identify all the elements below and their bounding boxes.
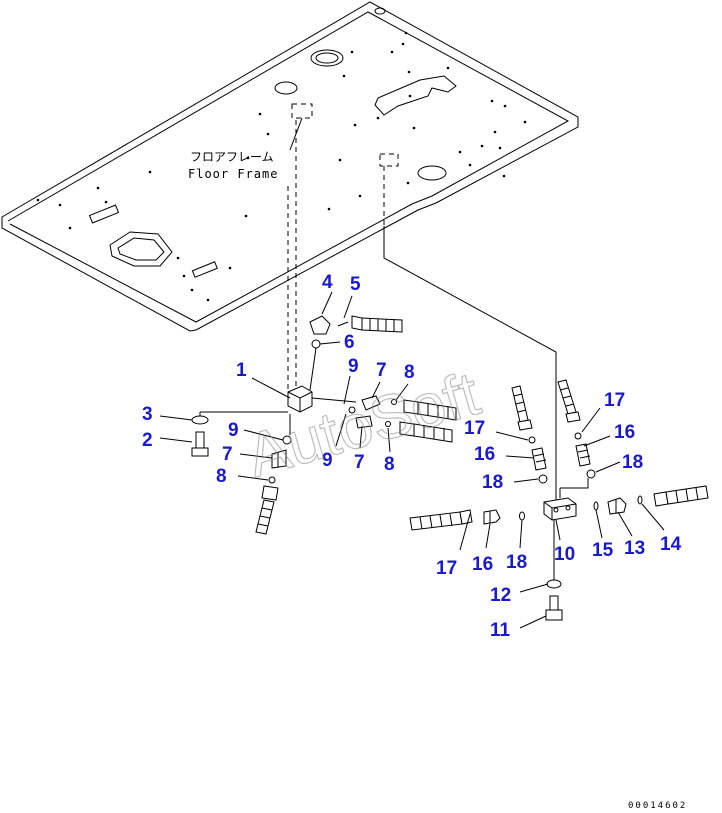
- floor-frame-label-en: Floor Frame: [188, 167, 278, 181]
- callout-2: 2: [142, 430, 153, 451]
- callout-8-bottom: 8: [384, 454, 395, 475]
- left-valve-assembly: [191, 315, 457, 535]
- callout-17-bottom: 17: [436, 558, 457, 579]
- callout-10: 10: [554, 544, 575, 565]
- callout-16-mid: 16: [474, 444, 495, 465]
- drawing-code: 00014602: [628, 801, 687, 811]
- callout-9-top: 9: [348, 356, 359, 377]
- callout-7-bottom: 7: [354, 452, 365, 473]
- callout-18-mid: 18: [482, 472, 503, 493]
- floor-frame-label-jp: フロアフレーム: [190, 150, 274, 164]
- callout-15: 15: [592, 540, 614, 561]
- callout-1: 1: [236, 360, 247, 381]
- callout-8-top: 8: [404, 362, 415, 383]
- floor-frame-plate: [1, 1, 579, 332]
- callout-6: 6: [344, 332, 355, 353]
- callout-8-left: 8: [216, 466, 227, 487]
- callout-18-bottom: 18: [506, 552, 527, 573]
- callout-9-bottom: 9: [322, 450, 333, 471]
- callout-7-left: 7: [222, 444, 233, 465]
- right-valve-assembly: [409, 379, 709, 621]
- callout-9-left: 9: [228, 420, 239, 441]
- callout-numbers: 1 2 3 4 5 6 7 7 7 8 8 8 9 9 9 10 11 12 1…: [142, 272, 682, 641]
- callout-5: 5: [350, 274, 361, 295]
- callout-11: 11: [490, 620, 511, 641]
- callout-16-bottom: 16: [472, 554, 493, 575]
- mounting-guides: [287, 103, 557, 500]
- callout-12: 12: [490, 585, 511, 606]
- callout-14: 14: [660, 534, 682, 555]
- callout-17-mid: 17: [464, 418, 485, 439]
- callout-17-right: 17: [604, 390, 625, 411]
- callout-4: 4: [322, 272, 333, 293]
- callout-7-top: 7: [376, 360, 387, 381]
- leader-lines: [159, 291, 665, 629]
- callout-3: 3: [142, 404, 153, 425]
- callout-16-right: 16: [614, 422, 635, 443]
- callout-13: 13: [624, 538, 645, 559]
- callout-18-right: 18: [622, 452, 643, 473]
